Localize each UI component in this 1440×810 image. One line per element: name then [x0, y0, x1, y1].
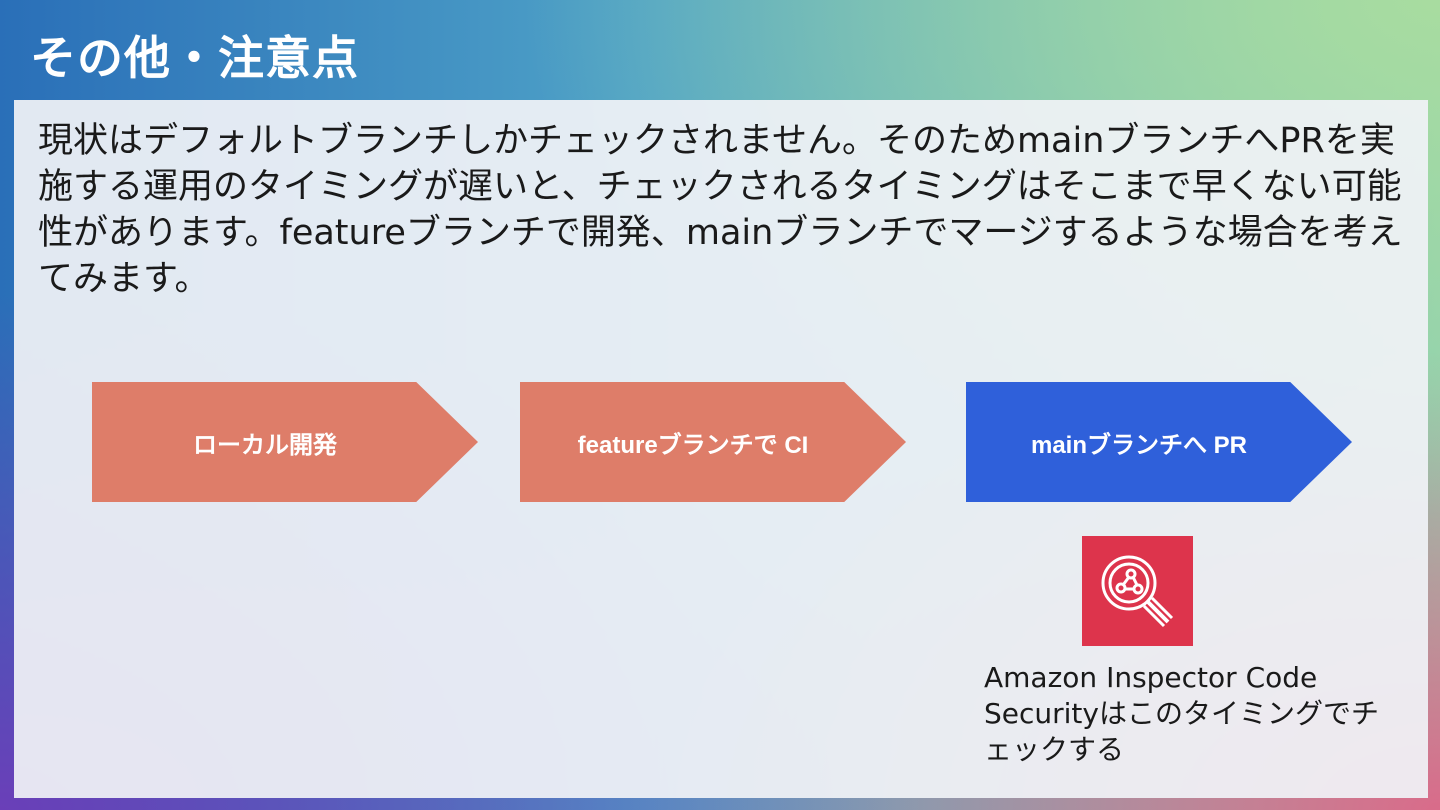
amazon-inspector-icon	[1082, 536, 1193, 646]
flow-step-label: featureブランチで CI	[577, 431, 809, 459]
magnifier-network-icon	[1082, 536, 1193, 646]
flow-step-main-pr: mainブランチへ PR	[966, 382, 1352, 502]
slide-title: その他・注意点	[30, 31, 359, 85]
inspector-caption: Amazon Inspector Code Securityはこのタイミングでチ…	[984, 661, 1379, 766]
body-paragraph: 現状はデフォルトブランチしかチェックされません。そのためmainブランチへPRを…	[38, 121, 1403, 299]
icon-background	[1082, 536, 1193, 646]
flow-step-feature-ci: featureブランチで CI	[520, 382, 906, 502]
flow-step-local-dev: ローカル開発	[92, 382, 478, 502]
flow-step-label: mainブランチへ PR	[1030, 431, 1248, 459]
flow-step-label: ローカル開発	[193, 431, 337, 459]
